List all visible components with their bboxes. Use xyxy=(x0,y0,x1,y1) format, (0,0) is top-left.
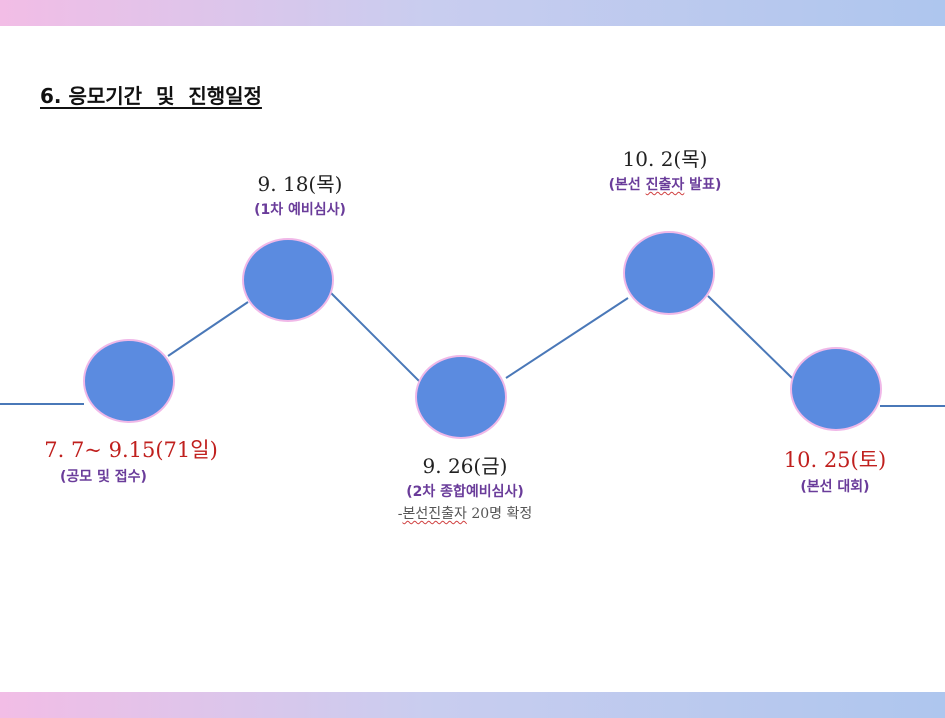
milestone-3-label: 9. 26(금) (2차 종합예비심사) -본선진출자 20명 확정 xyxy=(350,450,580,523)
milestone-5-date: 10. 25(토) xyxy=(783,448,887,472)
node-2-circle xyxy=(242,238,334,322)
milestone-3-note-suffix: 20명 확정 xyxy=(466,506,533,522)
milestone-1-date: 7. 7~ 9.15(71일) xyxy=(44,438,218,462)
connector-2-3 xyxy=(329,291,421,383)
milestone-4-desc: (본선 진출자 발표) xyxy=(560,174,770,194)
timeline-connectors xyxy=(0,291,945,407)
top-gradient-band xyxy=(0,0,945,26)
node-4-circle xyxy=(623,231,715,315)
node-5-circle xyxy=(790,347,882,431)
milestone-4-desc-tail: 발표) xyxy=(684,177,722,193)
connector-4-5 xyxy=(707,295,793,379)
milestone-5-desc: (본선 대회) xyxy=(800,479,870,495)
milestone-3-note-prefix: - xyxy=(397,506,403,522)
milestone-2-date: 9. 18(목) xyxy=(257,172,343,196)
timeline-nodes xyxy=(83,231,882,439)
section-heading: 6. 응모기간 및 진행일정 xyxy=(40,84,262,108)
milestone-4-desc-squiggle: 진출자 xyxy=(645,177,685,193)
milestone-3-date: 9. 26(금) xyxy=(422,454,508,478)
node-1-circle xyxy=(83,339,175,423)
connector-1-2 xyxy=(167,301,249,357)
milestone-1-label: 7. 7~ 9.15(71일) (공모 및 접수) xyxy=(20,434,242,486)
milestone-4-desc-head: (본선 xyxy=(608,177,646,193)
milestone-2-desc: (1차 예비심사) xyxy=(254,202,346,218)
bottom-gradient-band xyxy=(0,692,945,718)
milestone-4-label: 10. 2(목) (본선 진출자 발표) xyxy=(560,143,770,194)
milestone-1-desc: (공모 및 접수) xyxy=(60,469,147,485)
milestone-3-note-underlined: 본선진출자 xyxy=(402,506,467,522)
node-3-circle xyxy=(415,355,507,439)
milestone-2-label: 9. 18(목) (1차 예비심사) xyxy=(210,168,390,219)
milestone-3-desc: (2차 종합예비심사) xyxy=(406,484,524,500)
milestone-5-label: 10. 25(토) (본선 대회) xyxy=(755,444,915,496)
connector-3-4 xyxy=(505,297,629,379)
milestone-4-date: 10. 2(목) xyxy=(622,147,708,171)
milestone-3-note: -본선진출자 20명 확정 xyxy=(350,503,580,523)
